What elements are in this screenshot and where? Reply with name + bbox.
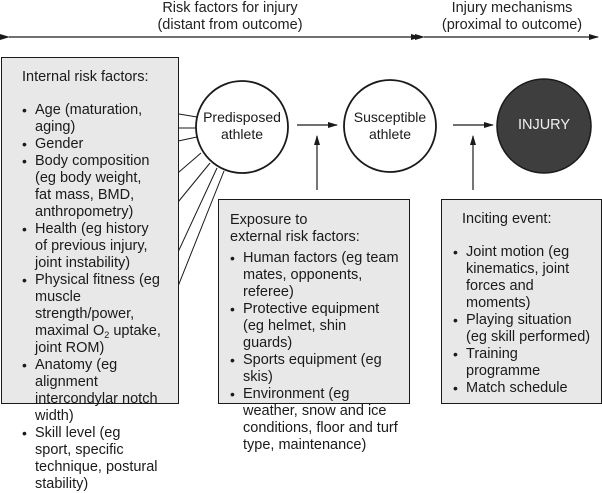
- internal-factor-skill-level: Skill level (eg sport, specific techniqu…: [22, 425, 160, 493]
- risk-factors-header: Risk factors for injury (distant from ou…: [130, 0, 330, 34]
- physical-fitness-post: uptake, joint ROM): [35, 323, 161, 356]
- internal-risk-factors-box: Internal risk factors: Age (maturation, …: [1, 57, 179, 492]
- internal-risk-factors-title: Internal risk factors:: [22, 69, 149, 85]
- external-risk-factors-title: Exposure to external risk factors:: [230, 212, 360, 245]
- predisposed-line1: Predisposed: [203, 109, 281, 125]
- inciting-factor-playing-situation: Playing situation (eg skill performed): [453, 312, 594, 346]
- risk-factors-header-line2: (distant from outcome): [157, 17, 303, 33]
- injury-node: [496, 78, 592, 174]
- internal-factor-body-composition: Body composition (eg body weight, fat ma…: [22, 153, 160, 221]
- inciting-factor-training-programme: Training programme: [453, 346, 595, 380]
- inciting-event-title: Inciting event:: [462, 211, 552, 227]
- external-factor-human: Human factors (eg team mates, opponents,…: [230, 250, 408, 301]
- physical-fitness-pre: Physical fitness (eg muscle strength/pow…: [35, 272, 160, 339]
- predisposed-line2: athlete: [220, 126, 264, 142]
- inciting-factor-joint-motion: Joint motion (eg kinematics, joint force…: [453, 244, 592, 312]
- risk-factors-header-line1: Risk factors for injury: [162, 0, 298, 16]
- susceptible-line1: Susceptible: [353, 109, 427, 125]
- injury-mechanisms-header-line2: (proximal to outcome): [441, 17, 583, 33]
- susceptible-athlete-node: [343, 79, 437, 173]
- external-factor-environment: Environment (eg weather, snow and ice co…: [230, 386, 403, 454]
- injury-mechanisms-header-line1: Injury mechanisms: [451, 0, 573, 16]
- injury-mechanisms-header: Injury mechanisms (proximal to outcome): [412, 0, 602, 34]
- predisposed-athlete-node: [195, 80, 289, 174]
- injury-label: INJURY: [517, 117, 571, 133]
- predisposed-athlete-label: Predisposed athlete: [196, 109, 288, 143]
- inciting-event-list: Joint motion (eg kinematics, joint force…: [453, 244, 595, 397]
- diagram-canvas: [0, 34, 599, 350]
- physical-fitness-sub: 2: [104, 330, 110, 340]
- internal-factor-health: Health (eg history of previous injury, j…: [22, 221, 163, 272]
- external-risk-factors-box: Exposure to external risk factors: Human…: [218, 199, 410, 453]
- internal-risk-factors-list: Age (maturation, aging) Gender Body comp…: [22, 102, 177, 493]
- external-factor-protective-equipment: Protective equipment (eg helmet, shin gu…: [230, 301, 398, 352]
- inciting-factor-match-schedule: Match schedule: [453, 380, 595, 397]
- internal-factor-gender: Gender: [22, 136, 177, 153]
- internal-factor-physical-fitness: Physical fitness (eg muscle strength/pow…: [22, 272, 175, 357]
- internal-factor-anatomy: Anatomy (eg alignment intercondylar notc…: [22, 357, 175, 425]
- internal-factor-age: Age (maturation, aging): [22, 102, 177, 136]
- susceptible-line2: athlete: [368, 126, 412, 142]
- external-risk-factors-list: Human factors (eg team mates, opponents,…: [230, 250, 408, 454]
- susceptible-athlete-label: Susceptible athlete: [344, 109, 436, 143]
- inciting-event-box: Inciting event: Joint motion (eg kinemat…: [441, 199, 602, 404]
- external-factor-sports-equipment: Sports equipment (eg skis): [230, 352, 408, 386]
